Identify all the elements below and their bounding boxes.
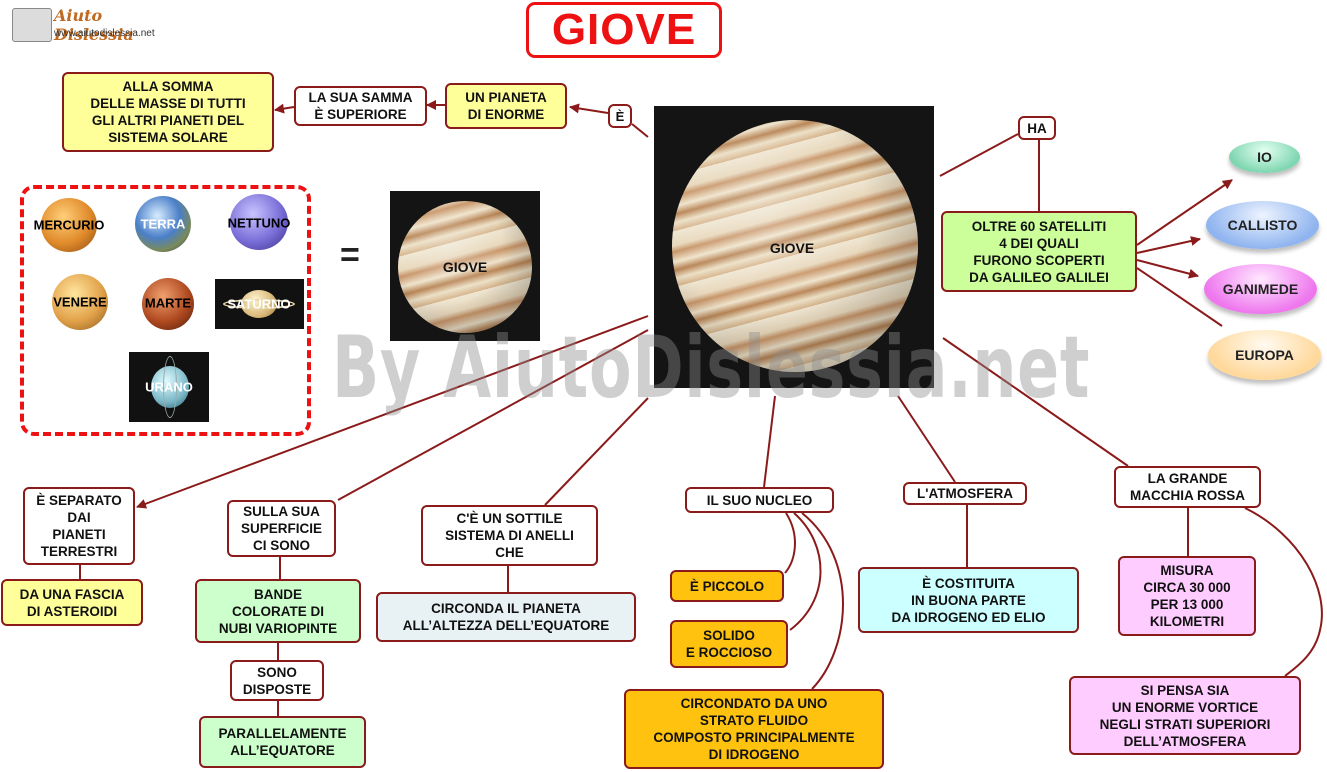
marte-icon bbox=[142, 278, 194, 330]
planet-label-terra: TERRA bbox=[140, 216, 186, 232]
node-anelli: C'È UN SOTTILE SISTEMA DI ANELLI CHE bbox=[421, 505, 598, 566]
urano-icon bbox=[129, 352, 209, 422]
node-massa-superiore: LA SUA SAMMA È SUPERIORE bbox=[294, 86, 427, 126]
node-costituita: È COSTITUITA IN BUONA PARTE DA IDROGENO … bbox=[858, 567, 1079, 633]
moon-callisto-label: CALLISTO bbox=[1227, 217, 1298, 233]
equals-sign: = bbox=[340, 236, 360, 274]
node-piccolo: È PICCOLO bbox=[670, 570, 784, 602]
node-enorme: UN PIANETA DI ENORME bbox=[445, 83, 567, 129]
terra-icon bbox=[135, 196, 191, 252]
node-bande: BANDE COLORATE DI NUBI VARIOPINTE bbox=[195, 579, 361, 643]
node-e: È bbox=[608, 104, 632, 128]
node-circondato: CIRCONDATO DA UNO STRATO FLUIDO COMPOSTO… bbox=[624, 689, 884, 769]
moon-io: IO bbox=[1229, 141, 1300, 173]
jupiter-image bbox=[654, 106, 934, 388]
node-solido: SOLIDO E ROCCIOSO bbox=[670, 620, 788, 668]
node-circonda: CIRCONDA IL PIANETA ALL’ALTEZZA DELL’EQU… bbox=[376, 592, 636, 642]
logo-url: www.aiutodislessia.net bbox=[54, 28, 155, 39]
node-disposte: SONO DISPOSTE bbox=[230, 660, 324, 701]
moon-europa-label: EUROPA bbox=[1235, 347, 1294, 363]
book-icon bbox=[12, 8, 52, 42]
node-misura: MISURA CIRCA 30 000 PER 13 000 KILOMETRI bbox=[1118, 556, 1256, 636]
node-superficie: SULLA SUA SUPERFICIE CI SONO bbox=[227, 500, 336, 557]
node-ha: HA bbox=[1018, 116, 1056, 140]
moon-ganimede: GANIMEDE bbox=[1204, 264, 1317, 314]
node-vortice: SI PENSA SIA UN ENORME VORTICE NEGLI STR… bbox=[1069, 676, 1301, 755]
moon-ganimede-label: GANIMEDE bbox=[1222, 281, 1299, 297]
planet-label-nettuno: NETTUNO bbox=[227, 215, 291, 231]
node-macchia: LA GRANDE MACCHIA ROSSA bbox=[1114, 466, 1261, 508]
moon-europa: EUROPA bbox=[1208, 330, 1321, 380]
planet-label-saturno: SATURNO bbox=[227, 296, 291, 312]
node-parallele: PARALLELAMENTE ALL’EQUATORE bbox=[199, 716, 366, 768]
planets-group bbox=[20, 185, 311, 436]
planet-label-urano: URANO bbox=[145, 379, 193, 395]
small-jupiter-label: GIOVE bbox=[442, 259, 488, 275]
node-nucleo: IL SUO NUCLEO bbox=[685, 487, 834, 513]
venere-icon bbox=[52, 274, 108, 330]
watermark: By AiutoDislessia.net bbox=[332, 318, 1091, 418]
saturno-icon bbox=[215, 279, 304, 329]
site-logo: Aiuto Dislessia www.aiutodislessia.net bbox=[10, 4, 180, 44]
moon-callisto: CALLISTO bbox=[1206, 201, 1319, 249]
logo-name: Aiuto Dislessia bbox=[54, 6, 134, 44]
small-jupiter-image bbox=[390, 191, 540, 341]
node-atmosfera: L'ATMOSFERA bbox=[903, 482, 1027, 505]
nettuno-icon bbox=[230, 194, 288, 250]
node-satelliti: OLTRE 60 SATELLITI 4 DEI QUALI FURONO SC… bbox=[941, 211, 1137, 292]
planet-label-mercurio: MERCURIO bbox=[33, 217, 105, 233]
jupiter-label: GIOVE bbox=[769, 240, 815, 256]
node-fascia: DA UNA FASCIA DI ASTEROIDI bbox=[1, 579, 143, 626]
node-somma: ALLA SOMMA DELLE MASSE DI TUTTI GLI ALTR… bbox=[62, 72, 274, 152]
node-separato: È SEPARATO DAI PIANETI TERRESTRI bbox=[23, 487, 135, 565]
planet-label-venere: VENERE bbox=[53, 294, 107, 310]
mercurio-icon bbox=[41, 198, 97, 252]
page-title: GIOVE bbox=[526, 2, 722, 58]
planet-label-marte: MARTE bbox=[144, 295, 192, 311]
moon-io-label: IO bbox=[1257, 149, 1272, 165]
